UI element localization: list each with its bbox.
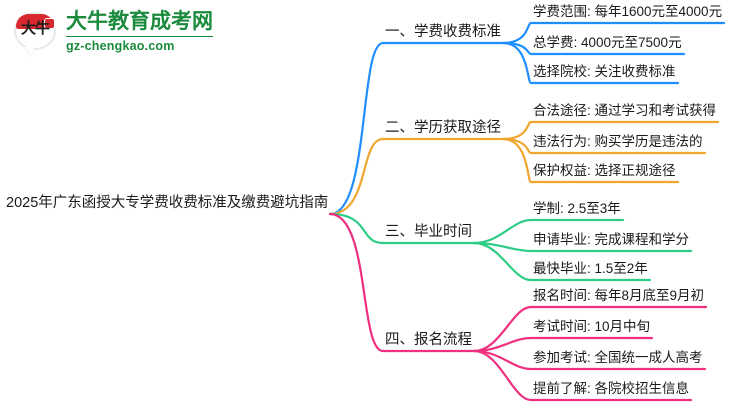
mindmap-leaf-node-4-1[interactable]: 报名时间: 每年8月底至9月初 xyxy=(533,288,705,303)
site-logo: 大牛 大牛教育成考网 gz-chengkao.com xyxy=(12,6,213,58)
mindmap-leaf-node-4-2[interactable]: 考试时间: 10月中旬 xyxy=(533,319,651,334)
mindmap-branch-node-1[interactable]: 一、学费收费标准 xyxy=(385,24,501,40)
bubble-red-dot xyxy=(44,18,55,29)
logo-name-cn: 大牛教育成考网 xyxy=(66,10,213,34)
mindmap-branch-node-2[interactable]: 二、学历获取途径 xyxy=(385,120,501,136)
mindmap-branch-node-3[interactable]: 三、毕业时间 xyxy=(385,224,472,240)
mindmap-leaf-node-2-3[interactable]: 保护权益: 选择正规途径 xyxy=(533,163,676,178)
logo-bubble-icon: 大牛 xyxy=(12,9,60,56)
mindmap-leaf-node-2-1[interactable]: 合法途径: 通过学习和考试获得 xyxy=(533,103,717,118)
mindmap-leaf-node-1-1[interactable]: 学费范围: 每年1600元至4000元 xyxy=(533,4,723,19)
logo-wordmark: 大牛教育成考网 gz-chengkao.com xyxy=(66,11,213,53)
logo-mark-text: 大牛 xyxy=(20,20,50,37)
mindmap-leaf-node-3-2[interactable]: 申请毕业: 完成课程和学分 xyxy=(533,232,690,247)
mindmap-leaf-node-4-3[interactable]: 参加考试: 全国统一成人高考 xyxy=(533,350,703,365)
logo-name-en: gz-chengkao.com xyxy=(66,36,213,53)
mindmap-leaf-node-3-1[interactable]: 学制: 2.5至3年 xyxy=(533,201,621,216)
mindmap-leaf-node-1-2[interactable]: 总学费: 4000元至7500元 xyxy=(533,35,682,50)
mindmap-leaf-node-4-4[interactable]: 提前了解: 各院校招生信息 xyxy=(533,381,690,396)
mindmap-root-node[interactable]: 2025年广东函授大专学费收费标准及缴费避坑指南 xyxy=(6,195,329,211)
mindmap-leaf-node-2-2[interactable]: 违法行为: 购买学历是违法的 xyxy=(533,134,703,149)
bubble-tail xyxy=(25,47,35,56)
mindmap-leaf-node-1-3[interactable]: 选择院校: 关注收费标准 xyxy=(533,64,676,79)
mindmap-branch-node-4[interactable]: 四、报名流程 xyxy=(385,332,472,348)
mindmap-leaf-node-3-3[interactable]: 最快毕业: 1.5至2年 xyxy=(533,261,648,276)
